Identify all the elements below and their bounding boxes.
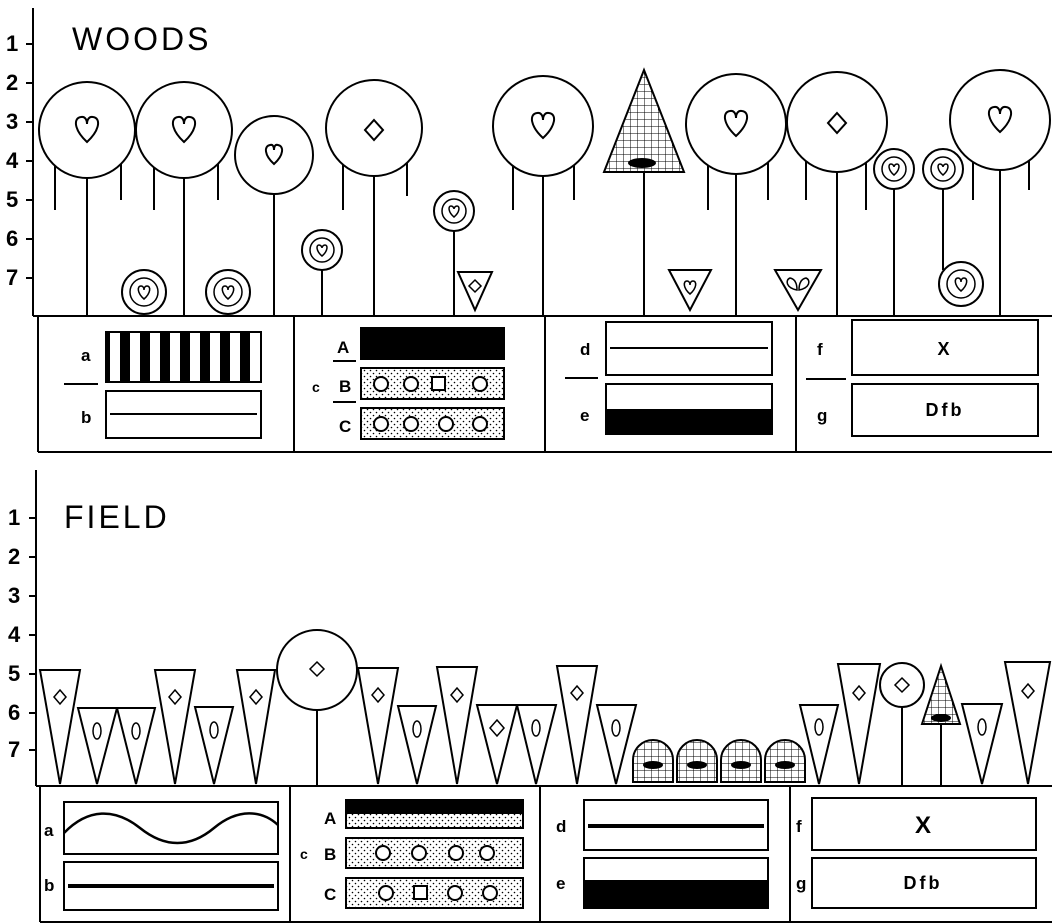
- woods-sapling-2: [206, 270, 250, 314]
- field-label-d: d: [556, 817, 566, 836]
- woods-height-scale: [26, 8, 33, 316]
- woods-shrub-1: [458, 272, 492, 310]
- woods-scale-7: 7: [6, 265, 18, 290]
- field-sapling: [880, 663, 924, 786]
- field-profile: FIELD 1 2 3 4 5 6 7: [8, 470, 1052, 922]
- woods-scale-2: 2: [6, 70, 18, 95]
- woods-f-value: X: [937, 339, 952, 359]
- field-a-swatch: [64, 802, 278, 854]
- woods-conifer: [604, 70, 684, 316]
- woods-scale-6: 6: [6, 226, 18, 251]
- woods-label-C: C: [339, 417, 351, 436]
- field-scale-5: 5: [8, 661, 20, 686]
- field-tree: [277, 630, 357, 786]
- woods-label-b: b: [81, 408, 91, 427]
- field-g-value: Dfb: [904, 873, 943, 893]
- woods-shrub-2: [669, 270, 711, 310]
- field-conifer: [922, 666, 960, 786]
- field-scale-2: 2: [8, 544, 20, 569]
- woods-scale-4: 4: [6, 148, 19, 173]
- field-label-g: g: [796, 874, 806, 893]
- woods-sapling-5: [874, 149, 914, 316]
- field-label-b: b: [44, 876, 54, 895]
- woods-label-d: d: [580, 340, 590, 359]
- field-cB-swatch: [346, 838, 523, 868]
- field-label-B: B: [324, 845, 336, 864]
- field-scale-3: 3: [8, 583, 20, 608]
- woods-tree-4: [326, 80, 422, 316]
- woods-label-B: B: [339, 377, 351, 396]
- field-dome-plants: [633, 740, 805, 782]
- woods-shrub-3: [775, 270, 821, 310]
- woods-sapling-1: [122, 270, 166, 314]
- woods-g-value: Dfb: [926, 400, 965, 420]
- field-scale-6: 6: [8, 700, 20, 725]
- field-label-A: A: [324, 809, 336, 828]
- seed-oval-icon: [931, 714, 951, 722]
- field-scale-4: 4: [8, 622, 21, 647]
- woods-title: WOODS: [72, 21, 211, 57]
- woods-label-f: f: [817, 340, 823, 359]
- woods-scale-1: 1: [6, 31, 18, 56]
- field-label-c: c: [300, 846, 308, 862]
- woods-sapling-6: [923, 149, 963, 270]
- field-scale-7: 7: [8, 737, 20, 762]
- field-label-e: e: [556, 874, 565, 893]
- woods-sapling-7: [939, 262, 983, 306]
- field-label-C: C: [324, 885, 336, 904]
- seed-oval-icon: [628, 158, 656, 168]
- woods-scale-5: 5: [6, 187, 18, 212]
- field-height-scale: [29, 470, 36, 786]
- field-title: FIELD: [64, 499, 170, 535]
- woods-a-swatch: [106, 332, 261, 382]
- woods-cA-swatch: [361, 328, 504, 359]
- field-scale-1: 1: [8, 505, 20, 530]
- woods-tree-5: [493, 76, 593, 316]
- woods-scale-3: 3: [6, 109, 18, 134]
- woods-profile: WOODS 1 2 3 4 5 6 7: [6, 8, 1052, 452]
- woods-label-c: c: [312, 379, 320, 395]
- field-label-a: a: [44, 821, 54, 840]
- woods-label-a: a: [81, 346, 91, 365]
- woods-label-A: A: [337, 338, 349, 357]
- woods-label-g: g: [817, 406, 827, 425]
- field-f-value: X: [915, 812, 931, 839]
- woods-sapling-3: [302, 230, 342, 316]
- field-label-f: f: [796, 817, 802, 836]
- woods-label-e: e: [580, 406, 589, 425]
- woods-sapling-4: [434, 191, 474, 316]
